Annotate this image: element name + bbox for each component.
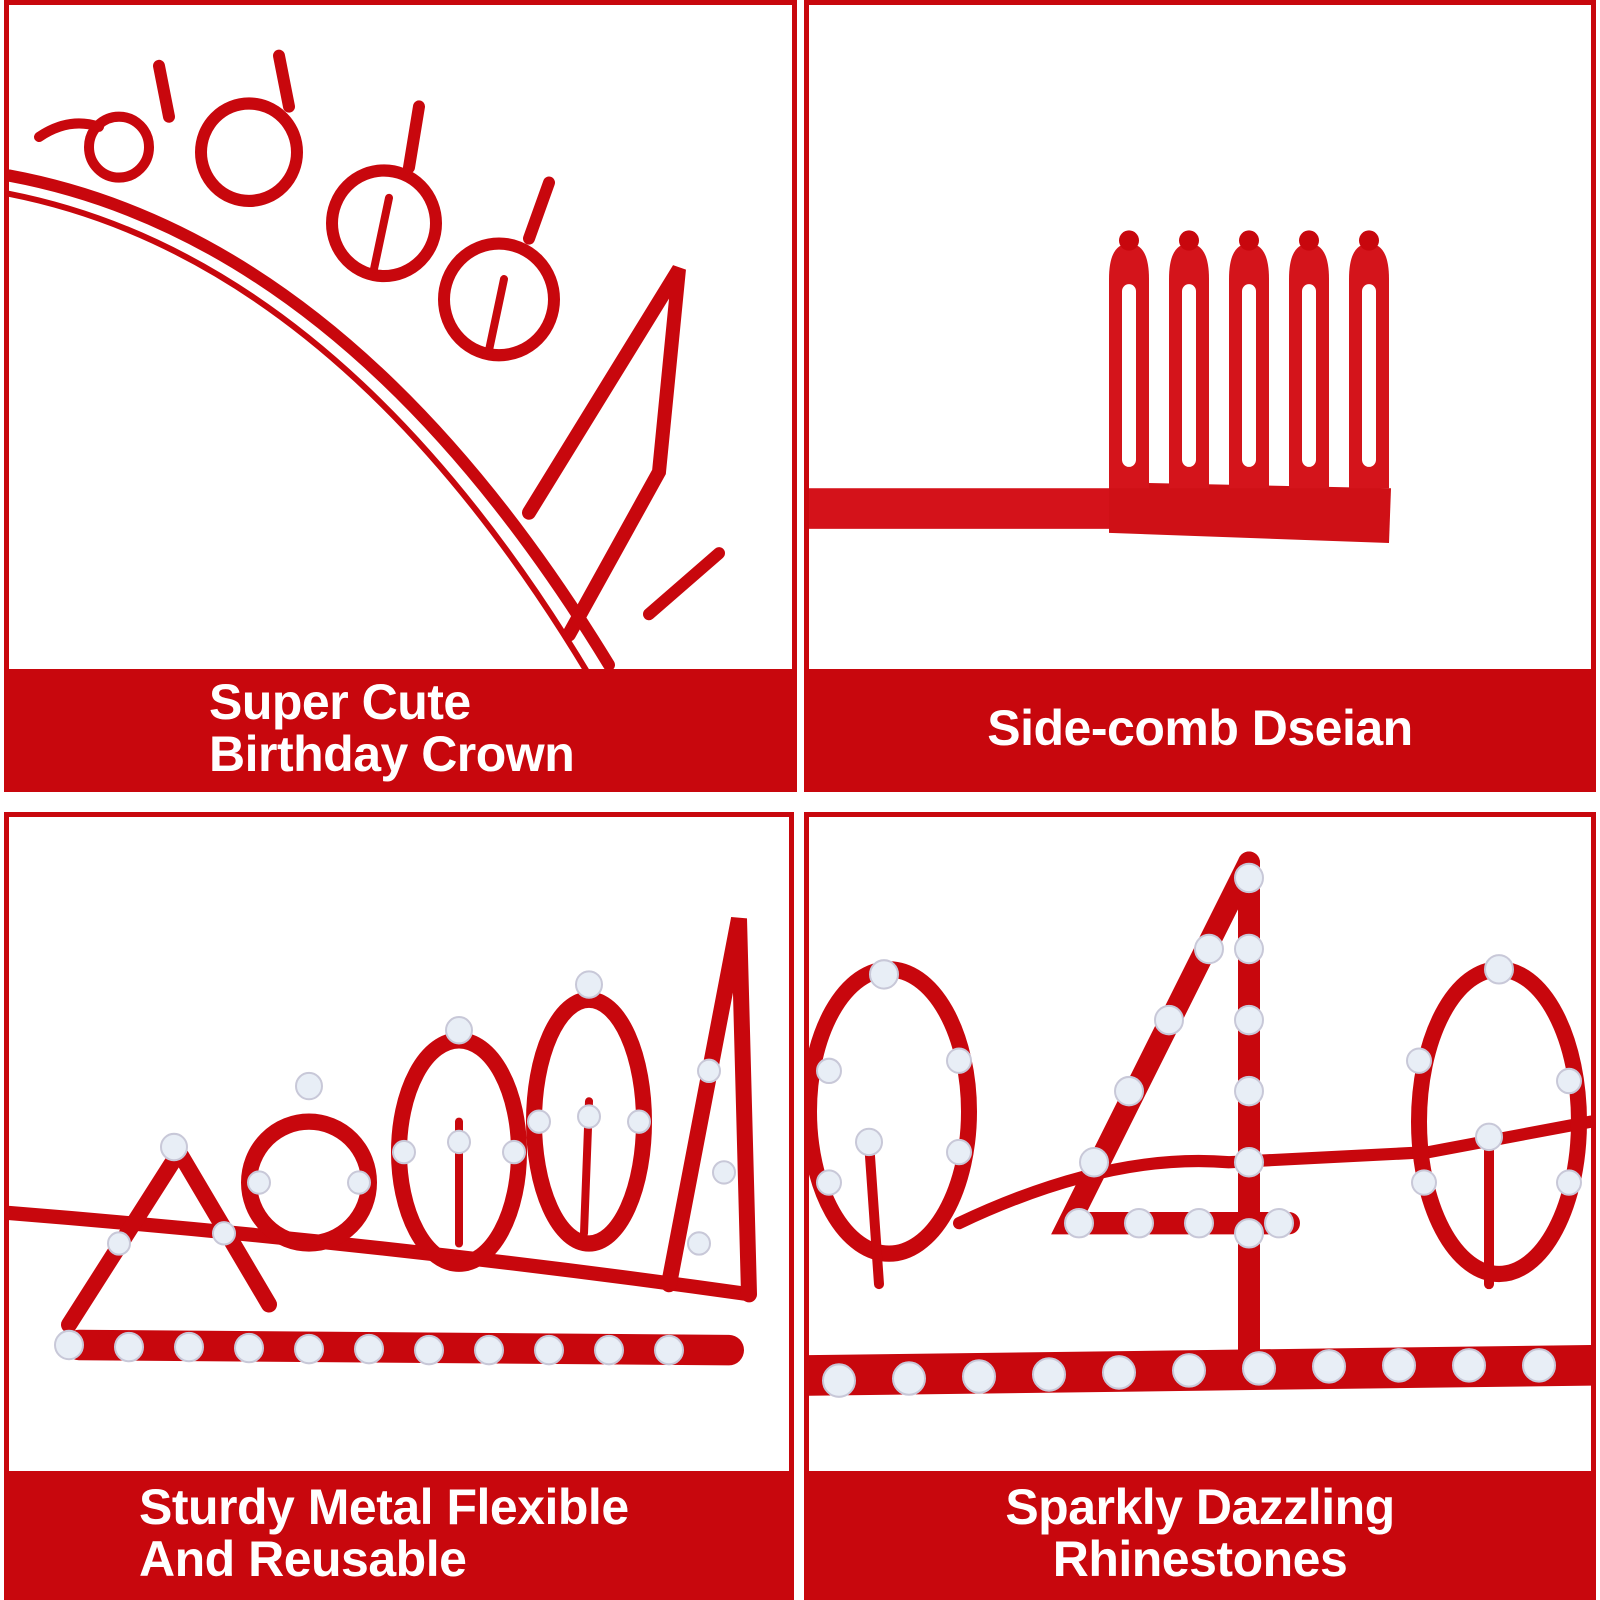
caption-sparkly-rhinestones: Sparkly Dazzling Rhinestones — [809, 1471, 1591, 1595]
caption-line-2: Birthday Crown — [209, 726, 575, 782]
caption-line-2: Rhinestones — [1052, 1531, 1348, 1587]
red-side-comb-image — [809, 5, 1591, 673]
caption-side-comb: Side-comb Dseian — [809, 669, 1591, 787]
caption-line-1: Sturdy Metal Flexible — [139, 1478, 629, 1535]
caption-line-1: Super Cute — [209, 673, 471, 730]
panel-side-comb: Side-comb Dseian — [804, 0, 1596, 792]
panel-sturdy-metal: Sturdy Metal Flexible And Reusable — [4, 812, 794, 1600]
caption-birthday-crown: Super Cute Birthday Crown — [9, 669, 792, 787]
caption-sturdy-metal: Sturdy Metal Flexible And Reusable — [9, 1471, 789, 1595]
rhinestone-tiara-number-image — [809, 817, 1591, 1475]
caption-line-1: Side-comb Dseian — [987, 699, 1413, 756]
rhinestone-tiara-side-image — [9, 817, 789, 1475]
red-tiara-closeup-image — [9, 5, 792, 673]
panel-sparkly-rhinestones: Sparkly Dazzling Rhinestones — [804, 812, 1596, 1600]
caption-line-2: And Reusable — [139, 1531, 467, 1587]
panel-birthday-crown: Super Cute Birthday Crown — [4, 0, 797, 792]
caption-line-1: Sparkly Dazzling — [1005, 1478, 1395, 1535]
